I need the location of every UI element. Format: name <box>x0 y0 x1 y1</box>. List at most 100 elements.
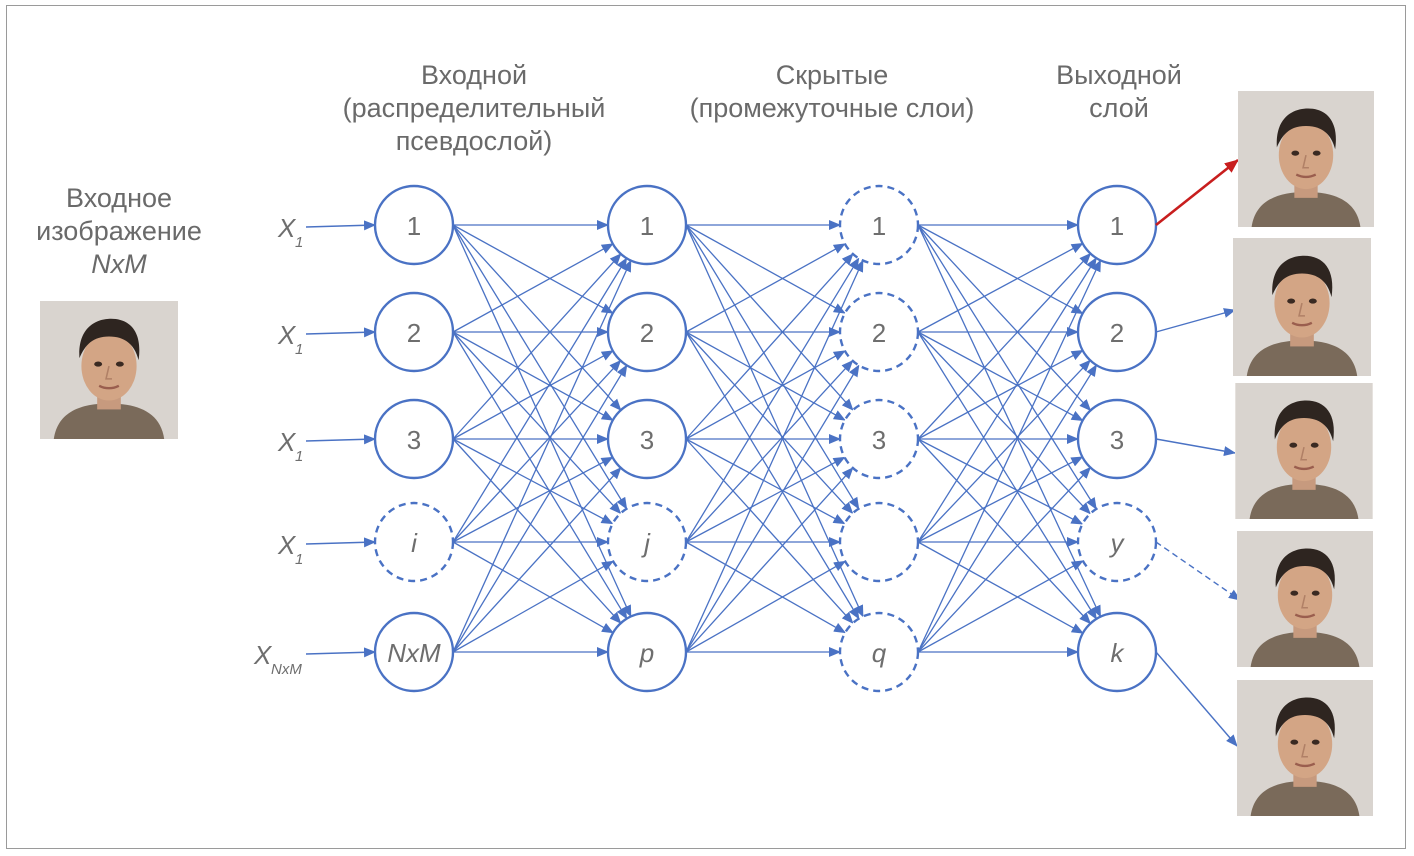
neuron-circle <box>606 398 688 480</box>
neuron-label: 2 <box>407 318 421 348</box>
neuron-label: 1 <box>640 211 654 241</box>
neuron-hidden2-4 <box>838 501 920 583</box>
output-image-2 <box>1233 238 1371 376</box>
edge-l1-n1-to-n2 <box>685 331 846 421</box>
neuron-label: 3 <box>640 425 654 455</box>
face-photo-icon <box>1238 91 1374 227</box>
output-link-5 <box>1155 651 1238 747</box>
neuron-hidden2-1: 1 <box>838 184 920 266</box>
neuron-circle <box>373 184 455 266</box>
header-output-layer-line1: Выходной <box>1056 60 1182 90</box>
edge-l1-n1-to-n0 <box>685 243 846 333</box>
diagram-frame <box>6 5 1406 849</box>
edge-l0-n0-to-n3 <box>452 224 628 510</box>
neuron-input-2: 2 <box>373 291 455 373</box>
neuron-label: 3 <box>407 425 421 455</box>
face-photo-icon <box>1233 238 1371 376</box>
input-label-subscript: NxM <box>271 661 302 678</box>
neuron-label: 1 <box>872 211 886 241</box>
neuron-output-5: k <box>1076 611 1158 693</box>
neuron-circle <box>606 291 688 373</box>
neuron-label: p <box>639 638 654 668</box>
edge-l1-n2-to-n1 <box>685 350 846 440</box>
neuron-label: 2 <box>1110 318 1124 348</box>
input-label-base: X <box>277 427 297 457</box>
output-image-5 <box>1237 680 1373 816</box>
header-output-layer-line2: слой <box>1089 93 1149 123</box>
face-photo-icon <box>40 301 178 439</box>
neuron-output-4: y <box>1076 501 1158 583</box>
edge-l0-n4-to-n3 <box>452 560 614 653</box>
header-hidden-layers-line2: (промежуточные слои) <box>690 93 975 123</box>
edge-l1-n2-to-n0 <box>685 253 854 440</box>
neuron-circle <box>373 611 455 693</box>
edge-l0-n2-to-n3 <box>452 438 614 525</box>
input-label-base: X <box>277 530 297 560</box>
edge-l2-n1-to-n3 <box>917 331 1091 515</box>
edge-l2-n2-to-n1 <box>917 349 1084 440</box>
edge-l1-n0-to-n3 <box>685 224 860 510</box>
neuron-circle <box>838 184 920 266</box>
neuron-circle <box>838 611 920 693</box>
edge-l2-n0-to-n1 <box>917 224 1084 315</box>
neuron-label: q <box>872 638 887 668</box>
edge-l2-n0-to-n3 <box>917 224 1097 510</box>
edge-l0-n1-to-n0 <box>452 243 614 333</box>
edge-l0-n0-to-n1 <box>452 224 614 314</box>
edge-l0-n1-to-n3 <box>452 331 622 515</box>
input-label-subscript: 1 <box>295 551 303 568</box>
edge-l0-n2-to-n0 <box>452 253 622 440</box>
edge-l0-n4-to-n0 <box>452 259 632 653</box>
input-label-subscript: 1 <box>295 341 303 358</box>
neuron-circle <box>373 398 455 480</box>
edge-l1-n3-to-n1 <box>685 359 854 543</box>
edge-l2-n0-to-n2 <box>917 224 1092 412</box>
edge-l0-n3-to-n1 <box>452 359 622 543</box>
edge-l2-n0-to-n4 <box>917 224 1102 618</box>
neuron-hidden1-4: j <box>606 501 688 583</box>
header-input-layer-line3: псевдослой) <box>396 126 553 156</box>
neuron-label: 2 <box>872 318 886 348</box>
input-label-subscript: 1 <box>295 234 303 251</box>
neuron-hidden2-2: 2 <box>838 291 920 373</box>
output-link-2 <box>1155 308 1236 333</box>
output-image-4 <box>1237 531 1373 667</box>
header-input-layer-line2: (распределительный <box>343 93 606 123</box>
edge-l2-n2-to-n4 <box>917 438 1092 625</box>
neuron-output-2: 2 <box>1076 291 1158 373</box>
edge-l2-n1-to-n2 <box>917 331 1084 422</box>
neuron-input-5: NxM <box>373 611 455 693</box>
neuron-input-3: 3 <box>373 398 455 480</box>
input-label-base: X <box>277 213 297 243</box>
input-arrow <box>305 647 376 658</box>
output-images <box>1233 91 1374 816</box>
edge-l1-n4-to-n3 <box>685 560 846 653</box>
edge-l0-n4-to-n2 <box>452 467 622 653</box>
neuron-circle <box>373 291 455 373</box>
input-arrow <box>305 537 376 548</box>
edge-l2-n1-to-n0 <box>917 242 1084 333</box>
header-hidden-layers: Скрытые (промежуточные слои) <box>690 60 975 123</box>
output-image-1 <box>1238 91 1374 227</box>
edge-l1-n1-to-n4 <box>685 331 860 620</box>
neuron-label: NxM <box>387 638 441 668</box>
neuron-label: 2 <box>640 318 654 348</box>
edge-l1-n3-to-n0 <box>685 257 860 543</box>
neuron-hidden1-3: 3 <box>606 398 688 480</box>
edge-l2-n3-to-n2 <box>917 456 1084 543</box>
neuron-label: k <box>1111 638 1126 668</box>
edge-l0-n2-to-n1 <box>452 350 614 440</box>
neuron-output-3: 3 <box>1076 398 1158 480</box>
neuron-circle <box>606 501 688 583</box>
input-arrow <box>305 327 376 338</box>
header-input-image-line3: NxM <box>91 249 147 279</box>
neuron-label: 1 <box>1110 211 1124 241</box>
output-link-1 <box>1155 158 1239 227</box>
edge-l0-n0-to-n2 <box>452 224 622 411</box>
header-input-layer-line1: Входной <box>421 60 527 90</box>
neuron-circle <box>838 501 920 583</box>
